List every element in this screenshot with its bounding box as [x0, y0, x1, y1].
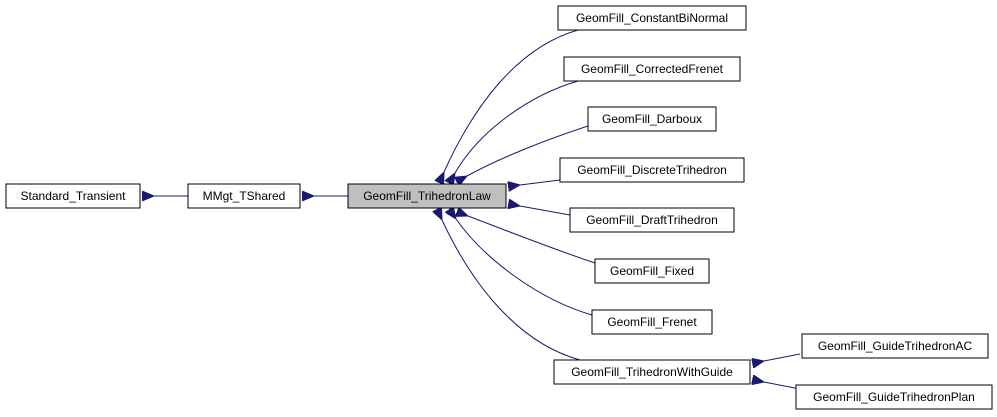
- node-label: GeomFill_Fixed: [610, 264, 694, 278]
- edge-darboux-to-trihedron-law: [467, 125, 589, 176]
- node-label: GeomFill_GuideTrihedronAC: [818, 339, 973, 353]
- node-label: MMgt_TShared: [203, 189, 286, 203]
- node-standard-transient[interactable]: Standard_Transient: [5, 183, 141, 209]
- node-trihedron-with-guide[interactable]: GeomFill_TrihedronWithGuide: [553, 359, 751, 385]
- node-corrected-frenet[interactable]: GeomFill_CorrectedFrenet: [563, 56, 741, 82]
- node-fixed[interactable]: GeomFill_Fixed: [594, 258, 710, 284]
- node-label: GeomFill_DiscreteTrihedron: [577, 163, 727, 177]
- edge-discrete-trihedron-to-trihedron-law: [520, 179, 561, 185]
- edge-guide-trihedron-ac-to-trihedron-with-guide: [764, 353, 801, 361]
- edge-frenet-to-trihedron-law: [456, 219, 593, 316]
- node-discrete-trihedron[interactable]: GeomFill_DiscreteTrihedron: [559, 157, 745, 183]
- node-label: GeomFill_TrihedronLaw: [363, 189, 491, 203]
- node-frenet[interactable]: GeomFill_Frenet: [591, 309, 713, 335]
- node-label: GeomFill_TrihedronWithGuide: [571, 365, 733, 379]
- edge-draft-trihedron-to-trihedron-law: [520, 206, 571, 216]
- node-label: GeomFill_CorrectedFrenet: [581, 62, 724, 76]
- edge-fixed-to-trihedron-law: [468, 216, 596, 264]
- node-darboux[interactable]: GeomFill_Darboux: [587, 106, 717, 132]
- edges: [154, 29, 801, 390]
- edge-guide-trihedron-plan-to-trihedron-with-guide: [764, 382, 801, 390]
- node-label: Standard_Transient: [21, 189, 127, 203]
- node-label: GeomFill_DraftTrihedron: [586, 213, 718, 227]
- node-label: GeomFill_GuideTrihedronPlan: [813, 390, 975, 404]
- edge-constant-binormal-to-trihedron-law: [444, 29, 579, 172]
- node-draft-trihedron[interactable]: GeomFill_DraftTrihedron: [569, 207, 735, 233]
- node-label: GeomFill_ConstantBiNormal: [576, 11, 728, 25]
- node-label: GeomFill_Frenet: [607, 315, 697, 329]
- node-constant-binormal[interactable]: GeomFill_ConstantBiNormal: [557, 5, 747, 31]
- edge-trihedron-with-guide-to-trihedron-law: [442, 220, 581, 361]
- node-mmgt-tshared[interactable]: MMgt_TShared: [187, 183, 301, 209]
- nodes: Standard_Transient MMgt_TShared GeomFill…: [5, 5, 993, 410]
- node-guide-trihedron-plan[interactable]: GeomFill_GuideTrihedronPlan: [795, 384, 993, 410]
- edge-corrected-frenet-to-trihedron-law: [455, 80, 579, 173]
- node-trihedron-law[interactable]: GeomFill_TrihedronLaw: [347, 183, 507, 209]
- node-guide-trihedron-ac[interactable]: GeomFill_GuideTrihedronAC: [801, 333, 989, 359]
- node-label: GeomFill_Darboux: [602, 112, 702, 126]
